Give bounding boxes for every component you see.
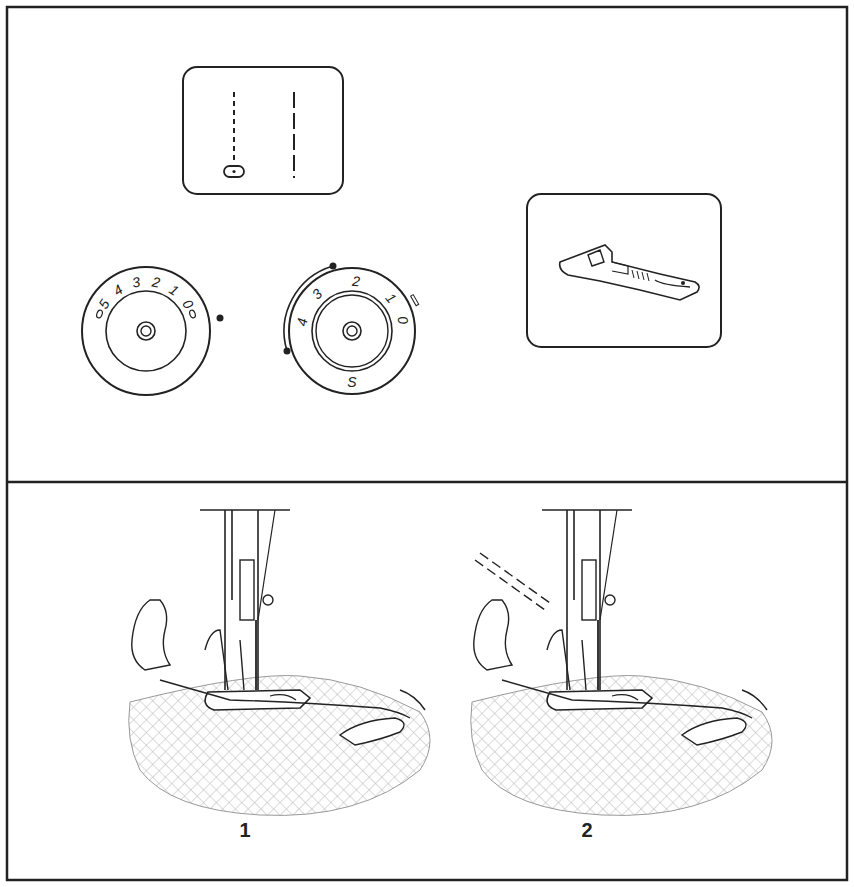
dial-number: 3: [131, 274, 141, 289]
sewing-step-illustration: [471, 510, 772, 815]
dial-number: 1: [383, 291, 399, 306]
dial-number: 0: [395, 315, 410, 326]
dial-number: 5: [96, 297, 112, 311]
dial-number: 1: [167, 282, 181, 298]
dial-number: 4: [111, 282, 125, 298]
stitch-length-dial: [284, 263, 419, 395]
dial-number: S: [347, 375, 356, 389]
step-number: 1: [239, 820, 250, 840]
dial-number: 3: [310, 286, 325, 302]
stitch-pattern-icon: [183, 67, 343, 194]
divider: [7, 481, 847, 484]
dial-number: 4: [294, 317, 309, 327]
rolled-hem-foot-icon: [527, 194, 721, 347]
dial-number: 0: [180, 297, 196, 311]
dial-number: 2: [150, 274, 160, 289]
sewing-step-illustration: [129, 510, 430, 815]
hem-stitch-line: [475, 553, 550, 610]
stitch-width-dial: [82, 267, 224, 395]
frame: [7, 7, 847, 880]
step-number: 2: [581, 820, 592, 840]
dial-number: 2: [352, 274, 361, 289]
